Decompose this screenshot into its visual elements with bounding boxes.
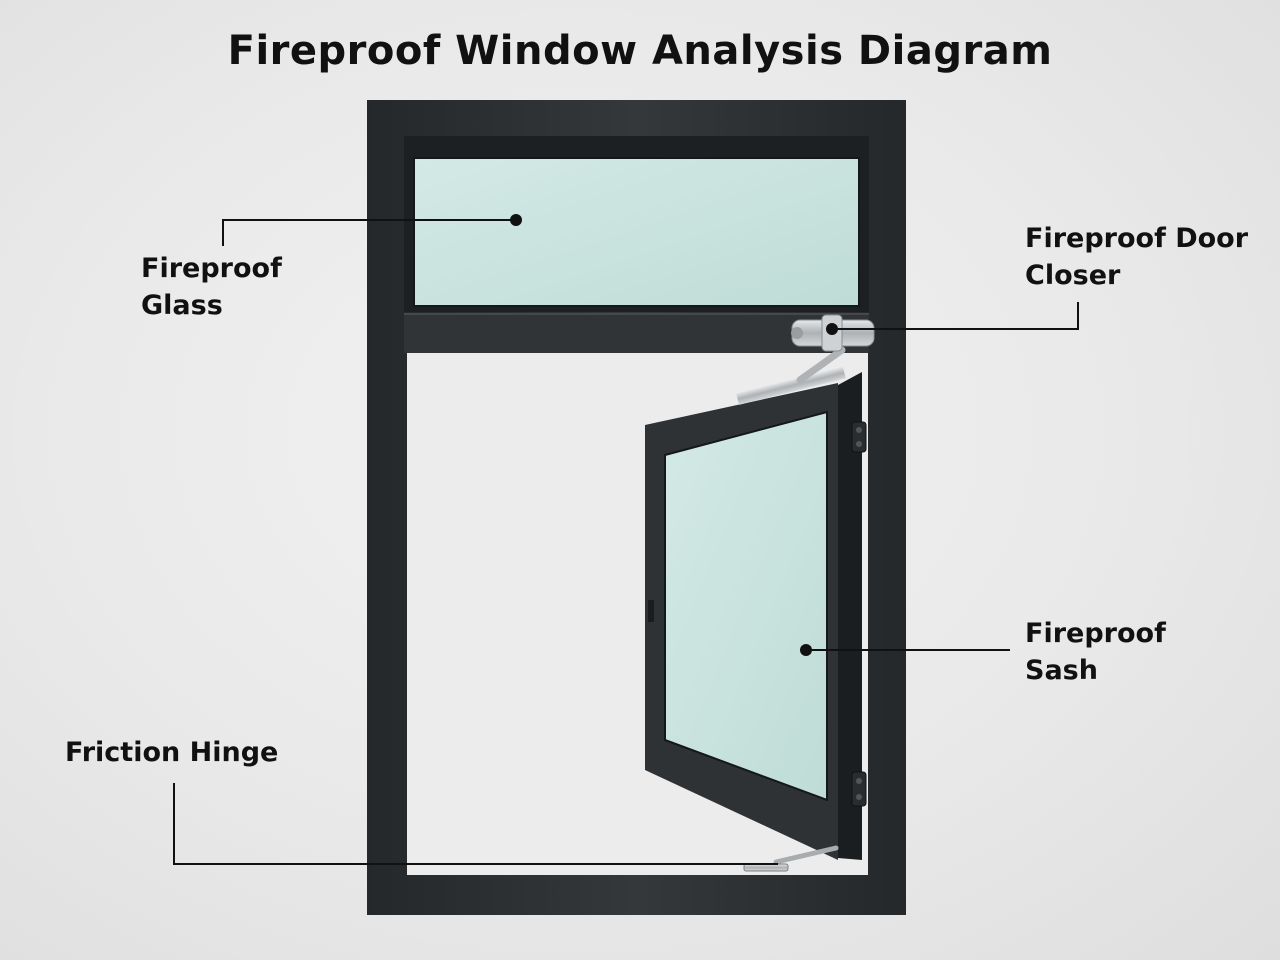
leader-dots	[510, 214, 838, 656]
glass-leader	[222, 219, 516, 246]
hinge-leader	[173, 783, 778, 865]
label-closer-line2: Closer	[1025, 260, 1121, 291]
label-glass-line2: Glass	[141, 290, 223, 321]
sash-dot	[800, 644, 812, 656]
label-glass-line1: Fireproof	[141, 253, 282, 284]
leader-lines	[173, 219, 1079, 865]
label-fireproof-sash: Fireproof Sash	[1025, 615, 1166, 689]
closer-dot	[826, 323, 838, 335]
label-closer-line1: Fireproof Door	[1025, 223, 1249, 254]
label-sash-line1: Fireproof	[1025, 618, 1166, 649]
diagram-title: Fireproof Window Analysis Diagram	[227, 28, 1053, 74]
top-glass-pane	[413, 157, 860, 307]
friction-hinge	[743, 845, 839, 872]
fireproof-sash	[645, 372, 867, 860]
label-fireproof-door-closer: Fireproof Door Closer	[1025, 220, 1248, 294]
label-hinge-line1: Friction Hinge	[65, 737, 279, 768]
closer-leader	[832, 302, 1079, 330]
label-fireproof-glass: Fireproof Glass	[141, 250, 282, 324]
glass-dot	[510, 214, 522, 226]
label-sash-line2: Sash	[1025, 655, 1098, 686]
label-friction-hinge: Friction Hinge	[65, 734, 278, 771]
